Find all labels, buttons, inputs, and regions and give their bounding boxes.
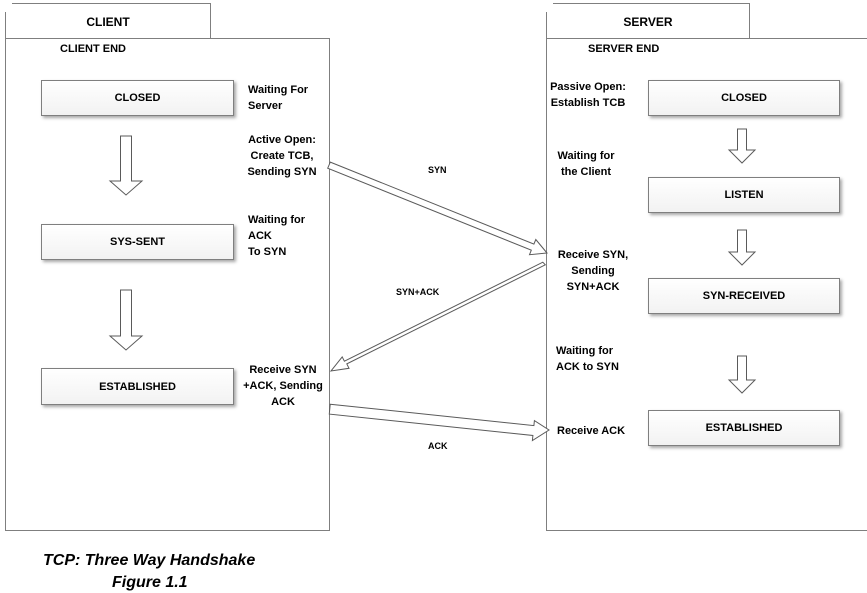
figure-caption-title: TCP: Three Way Handshake (43, 552, 256, 569)
note-waiting-for-ack: Waiting for ACK To SYN (248, 214, 306, 258)
client-state-sys-sent: SYS-SENT (41, 224, 234, 260)
message-label-ack: ACK (428, 441, 448, 451)
note-receive-ack: Receive ACK (557, 425, 626, 437)
syn-arrow (327, 161, 548, 256)
down-arrow-icon (727, 355, 757, 394)
syn-ack-arrow (329, 261, 547, 372)
ack-arrow (328, 403, 550, 442)
note-waiting-for-server: Waiting For Server (248, 84, 309, 112)
client-tab-corner (0, 0, 12, 12)
client-tab: CLIENT (5, 3, 211, 39)
client-state-established: ESTABLISHED (41, 368, 234, 405)
note-active-open: Active Open: Create TCB, Sending SYN (247, 134, 317, 178)
server-state-closed: CLOSED (648, 80, 840, 116)
server-tab-corner (541, 0, 553, 12)
note-receive-syn-ack-sending-ack: Receive SYN +ACK, Sending ACK (243, 364, 323, 408)
note-waiting-for-ack-to-syn: Waiting for ACK to SYN (556, 345, 619, 373)
note-receive-syn-sending-synack: Receive SYN, Sending SYN+ACK (557, 249, 629, 293)
down-arrow-icon (727, 128, 757, 164)
message-label-syn: SYN (428, 165, 447, 175)
client-state-closed: CLOSED (41, 80, 234, 116)
server-tab: SERVER (546, 3, 750, 39)
message-label-syn-ack: SYN+ACK (396, 287, 440, 297)
down-arrow-icon (108, 135, 144, 196)
down-arrow-icon (727, 229, 757, 266)
down-arrow-icon (108, 289, 144, 351)
client-panel (5, 38, 330, 531)
server-end-heading: SERVER END (588, 43, 660, 55)
server-state-syn-received: SYN-RECEIVED (648, 278, 840, 314)
server-state-listen: LISTEN (648, 177, 840, 213)
client-end-heading: CLIENT END (60, 43, 126, 55)
server-state-established: ESTABLISHED (648, 410, 840, 446)
note-waiting-for-client: Waiting for the Client (557, 150, 615, 178)
note-passive-open: Passive Open: Establish TCB (550, 81, 626, 109)
figure-caption-number: Figure 1.1 (112, 574, 188, 591)
